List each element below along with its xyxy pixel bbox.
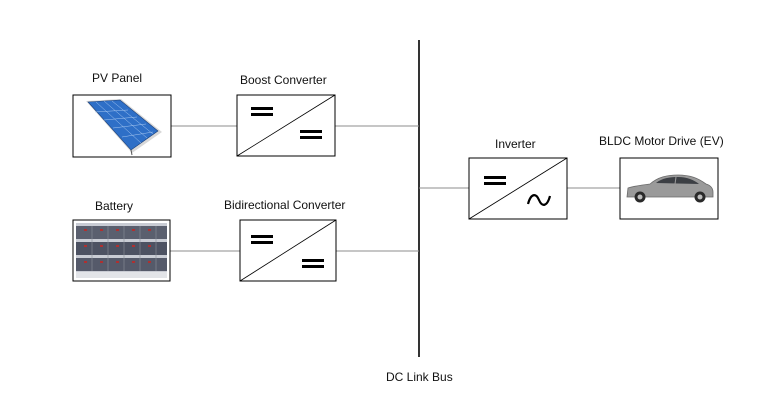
dc-symbol [484, 176, 506, 185]
dc-symbol [251, 107, 273, 116]
battery-box [72, 219, 171, 282]
pv-panel-box [72, 94, 172, 158]
pv-panel-label: PV Panel [92, 71, 143, 85]
inverter-label: Inverter [495, 137, 536, 151]
electric-car-icon [626, 174, 714, 203]
bidirectional-converter-label: Bidirectional Converter [224, 198, 346, 212]
bidirectional-converter-block [239, 219, 337, 282]
motor-drive-box [619, 157, 719, 220]
battery-bank-icon [76, 223, 167, 278]
solar-panel-icon [86, 99, 162, 156]
ac-sine-symbol [526, 194, 552, 206]
battery-label: Battery [95, 199, 134, 213]
connectors [170, 125, 620, 252]
dc-symbol [302, 259, 324, 268]
dc-symbol [251, 235, 273, 244]
boost-converter-label: Boost Converter [240, 73, 327, 87]
dc-symbol [300, 130, 322, 139]
inverter-block [468, 157, 568, 220]
dc-link-bus-label: DC Link Bus [386, 370, 453, 384]
motor-drive-label: BLDC Motor Drive (EV) [599, 134, 724, 148]
boost-converter-block [236, 94, 336, 157]
